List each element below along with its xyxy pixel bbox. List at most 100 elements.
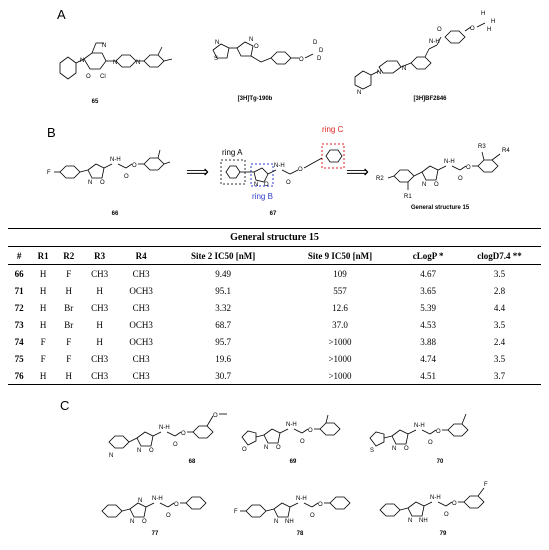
table-cell: 4.51 (398, 367, 458, 385)
column-header: cLogP * (398, 246, 458, 265)
atom-n: N (392, 446, 396, 452)
table-cell: 19.6 (215, 353, 231, 364)
table-cell: H (39, 319, 47, 330)
ring-c-label: ring C (322, 125, 344, 134)
structure-66: F N O N-H O O (47, 149, 171, 186)
table-cell: CH3 (81, 367, 118, 385)
atom-n: N (264, 445, 268, 451)
column-header: Site 2 IC50 [nM] (164, 246, 282, 265)
atom-n: N (249, 37, 253, 43)
table-title: General structure 15 (8, 228, 541, 247)
atom-o: O (173, 442, 178, 448)
atom-cl: Cl (100, 74, 106, 80)
atom-o: O (458, 176, 463, 182)
atom-n: N (215, 40, 219, 46)
atom-o: O (318, 502, 323, 508)
table-cell: 3.7 (457, 367, 541, 385)
atom-o: O (452, 501, 457, 507)
structure-79: F N NH N-H O O (379, 482, 488, 524)
compound-label-67: 67 (269, 211, 277, 217)
table-cell: H (30, 367, 56, 385)
arrow-1: ⟹ (186, 162, 209, 181)
table-cell: 95.7 (215, 336, 231, 347)
structure-tg190b: S N N O O D D D (212, 37, 324, 65)
r4-label: R4 (502, 148, 510, 154)
atom-o: O (142, 519, 147, 525)
atom-h: H (491, 19, 495, 25)
atom-o: O (466, 165, 471, 171)
table-cell: 30.7 (164, 367, 282, 385)
table-cell: OCH3 (129, 285, 153, 296)
compound-id-cell: 74 (14, 336, 24, 347)
atom-o: O (100, 180, 105, 186)
table-cell: 4.67 (420, 268, 437, 279)
atom-nh: NH (285, 519, 294, 525)
atom-o: O (86, 74, 91, 80)
table-cell: F (40, 353, 46, 364)
atom-h: H (487, 27, 491, 33)
atom-n-h: N-H (444, 159, 455, 165)
structure-70: S N O N-H O O (369, 413, 469, 454)
compound-label-general-15: General structure 15 (410, 205, 470, 211)
table-cell: >1000 (281, 367, 399, 385)
compound-id-cell: 76 (8, 367, 31, 385)
atom-o: O (434, 182, 439, 188)
table-cell: CH3 (91, 268, 109, 279)
r1-label: R1 (404, 194, 412, 200)
ring-a-label: ring A (222, 148, 243, 157)
table-cell: 3.32 (215, 302, 231, 313)
compound-label-68: 68 (188, 459, 196, 465)
atom-n-h: N-H (110, 157, 121, 163)
atom-o: O (428, 440, 433, 446)
table-cell: CH3 (132, 268, 150, 279)
atom-o: O (124, 174, 129, 180)
atom-n-h: N-H (414, 423, 425, 429)
atom-d: D (313, 40, 318, 46)
table-cell: 3.5 (493, 319, 506, 330)
compound-id-cell: 73 (14, 319, 24, 330)
atom-o: O (213, 413, 218, 419)
atom-d: D (317, 56, 322, 62)
compound-label-66: 66 (111, 211, 119, 217)
structure-general-15: R2 R1 N O N-H O O R3 R4 (376, 144, 510, 200)
panel-label-c: C (60, 398, 70, 413)
compound-label-65: 65 (91, 99, 99, 105)
atom-n: N (422, 182, 426, 188)
atom-f: F (234, 509, 238, 515)
table-cell: F (66, 336, 72, 347)
atom-o: O (308, 428, 313, 434)
compound-id-cell: 66 (14, 268, 24, 279)
table-cell: 3.5 (493, 268, 506, 279)
atom-n: N (402, 66, 406, 72)
atom-o: O (181, 431, 186, 437)
table-cell: 2.4 (493, 336, 506, 347)
atom-n-h: N-H (430, 495, 441, 501)
table-cell: H (39, 302, 47, 313)
table-cell: F (66, 268, 72, 279)
atom-n-h: N-H (274, 163, 285, 169)
atom-n: N (254, 182, 258, 188)
panel-label-b: B (47, 125, 56, 140)
atom-n-h: N-H (152, 496, 163, 502)
structure-69: O N O N-H O O (241, 414, 341, 453)
atom-n: N (357, 90, 361, 96)
atom-n: N (80, 58, 84, 64)
atom-f: F (47, 170, 51, 176)
table-cell: 3.65 (420, 285, 437, 296)
atom-o: O (300, 439, 305, 445)
table-cell: >1000 (328, 353, 352, 364)
structure-67: N O N-H O O (220, 143, 345, 188)
table-cell: H (39, 285, 47, 296)
table-cell: 3.5 (493, 353, 506, 364)
table-cell: CH3 (132, 353, 150, 364)
atom-f: F (484, 482, 488, 488)
atom-o: O (298, 167, 303, 173)
table-cell: CH3 (132, 302, 150, 313)
table-title-row: General structure 15 (8, 228, 541, 247)
column-header: R3 (81, 246, 118, 265)
atom-h: H (481, 11, 485, 17)
structure-65: N N O Cl N N (59, 42, 173, 80)
table-cell: H (96, 285, 103, 296)
